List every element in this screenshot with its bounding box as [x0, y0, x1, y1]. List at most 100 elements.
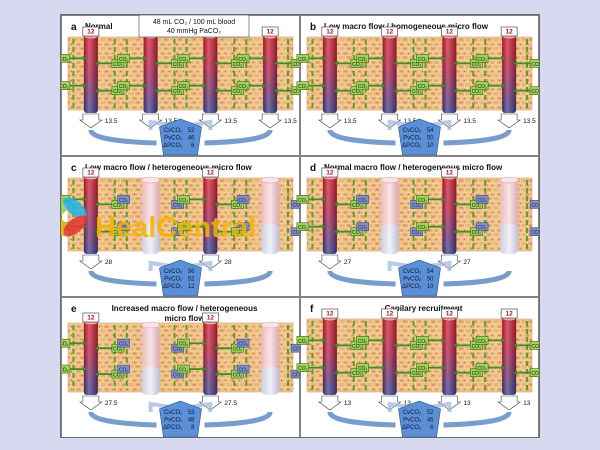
tissue-band — [67, 36, 294, 111]
co2-cell-label: CO₂ — [358, 366, 368, 372]
co2-arrowhead — [453, 60, 458, 66]
co2-cell-label: CO₂ — [292, 347, 302, 353]
co2-arrowhead — [333, 229, 338, 235]
co2-arrowhead — [441, 83, 446, 89]
closed-vessel-opening — [499, 176, 519, 184]
co2-cell-label: CO₂ — [412, 371, 422, 377]
co2-arrowhead — [202, 366, 207, 372]
co2-arrowhead — [202, 55, 207, 61]
summary-label: ΔPCO₂ — [163, 425, 183, 431]
closed-vessel-opening — [260, 321, 280, 329]
co2-cell-label: CO₂ — [472, 89, 482, 95]
capillary-vessel-shade — [203, 176, 218, 254]
co2-cell-label: CO₂ — [298, 57, 308, 63]
capillary-vessel-shade — [203, 321, 218, 395]
panels-layer: aNormalCO₂CO₂CO₂CO₂1213.5CO₂CO₂CO₂CO₂121… — [57, 15, 543, 438]
co2-cell — [475, 81, 489, 90]
venous-outflow-arrow — [78, 254, 103, 270]
co2-arrowhead — [321, 337, 326, 343]
summary-value: 6 — [430, 425, 434, 431]
co2-cell-stagnant — [117, 338, 130, 348]
arterial-value: 12 — [207, 170, 215, 177]
summary-value: 52 — [188, 277, 195, 283]
co2-arrowhead — [214, 60, 219, 66]
return-flow-path — [443, 129, 512, 146]
co2-cell-label: CO₂ — [292, 373, 302, 379]
return-flow-path — [327, 411, 396, 428]
co2-cell-stagnant — [236, 222, 250, 231]
arterial-value-box — [321, 167, 339, 178]
co2-cell — [356, 81, 369, 90]
co2-cell — [177, 364, 190, 374]
co2-cell-label: CO₂ — [238, 342, 248, 348]
summary-label: PvCO₂ — [164, 418, 183, 424]
co2-arrowhead — [441, 224, 446, 230]
summary-label: PvCO₂ — [403, 136, 422, 142]
venous-value: 13.5 — [463, 118, 476, 125]
inner-return-path — [387, 260, 410, 271]
inner-return-path — [429, 119, 452, 130]
co2-arrowhead — [333, 60, 338, 66]
summary-label: CvCO₂ — [403, 128, 422, 134]
co2-cell — [356, 54, 369, 63]
venous-outflow-arrow — [78, 395, 103, 411]
co2-cell-label: CO₂ — [412, 89, 422, 95]
venous-value: 13 — [523, 400, 531, 407]
co2-cell — [475, 54, 489, 63]
co2-cell — [296, 363, 310, 372]
co2-cell-label: CO₂ — [531, 62, 539, 68]
summary-label: CvCO₂ — [164, 269, 183, 275]
co2-cell-label: CO₂ — [113, 373, 123, 379]
closed-vessel-opening — [380, 176, 399, 184]
venous-summary-box — [159, 118, 202, 156]
arterial-value: 12 — [446, 311, 454, 318]
co2-arrowhead — [262, 55, 267, 61]
arterial-value: 12 — [87, 170, 95, 177]
inner-return-path — [190, 401, 213, 412]
capillary-vessel-shade — [322, 317, 337, 395]
venous-value: 13.5 — [284, 118, 297, 125]
summary-value: 6 — [191, 143, 195, 149]
co2-cell — [117, 54, 130, 63]
summary-value: 46 — [427, 418, 434, 424]
inner-return-path — [429, 260, 452, 271]
co2-cell-label: CO₂ — [298, 366, 308, 372]
co2-cell — [177, 54, 190, 63]
co2-arrowhead — [513, 370, 518, 376]
co2-cell-label: CO₂ — [412, 203, 422, 209]
co2-cell-label: CO₂ — [61, 57, 69, 63]
venous-outflow-arrow — [497, 395, 522, 411]
co2-cell-stagnant — [356, 195, 369, 204]
co2-arrowhead — [513, 88, 518, 94]
return-flow-path — [204, 270, 273, 287]
venous-value: 13.5 — [224, 118, 237, 125]
co2-cell — [475, 363, 489, 372]
summary-label: PvCO₂ — [164, 277, 183, 283]
arterial-value-box — [202, 167, 219, 178]
co2-cell-label: CO₂ — [531, 203, 539, 209]
co2-cell-label: CO₂ — [238, 198, 248, 204]
co2-arrowhead — [453, 201, 458, 207]
co2-arrowhead — [501, 365, 506, 371]
capillary-vessel-shade — [382, 35, 397, 113]
venous-summary-box — [159, 259, 202, 297]
co2-arrowhead — [321, 83, 326, 89]
co2-cell-label: CO₂ — [233, 203, 243, 209]
co2-cell-label: CO₂ — [61, 84, 69, 90]
co2-cell-label: CO₂ — [418, 225, 428, 231]
co2-microcirculation-figure: aNormalCO₂CO₂CO₂CO₂1213.5CO₂CO₂CO₂CO₂121… — [47, 14, 543, 438]
co2-cell-stagnant — [236, 338, 250, 348]
summary-value: 12 — [188, 284, 195, 290]
panel-a: aNormalCO₂CO₂CO₂CO₂1213.5CO₂CO₂CO₂CO₂121… — [57, 15, 304, 156]
return-flow-path — [88, 129, 157, 146]
arterial-value-box — [321, 26, 339, 37]
closed-vessel-opening — [141, 321, 160, 329]
co2-cell-label: CO₂ — [179, 57, 189, 63]
capillary-vessel-shade — [83, 321, 98, 395]
capillary-vessel-shade — [263, 35, 278, 113]
arterial-value: 12 — [326, 311, 334, 318]
arterial-value-box — [321, 308, 339, 319]
venous-outflow-arrow — [317, 395, 342, 411]
co2-cell-label: CO₂ — [238, 225, 248, 231]
co2-arrowhead — [214, 229, 219, 235]
